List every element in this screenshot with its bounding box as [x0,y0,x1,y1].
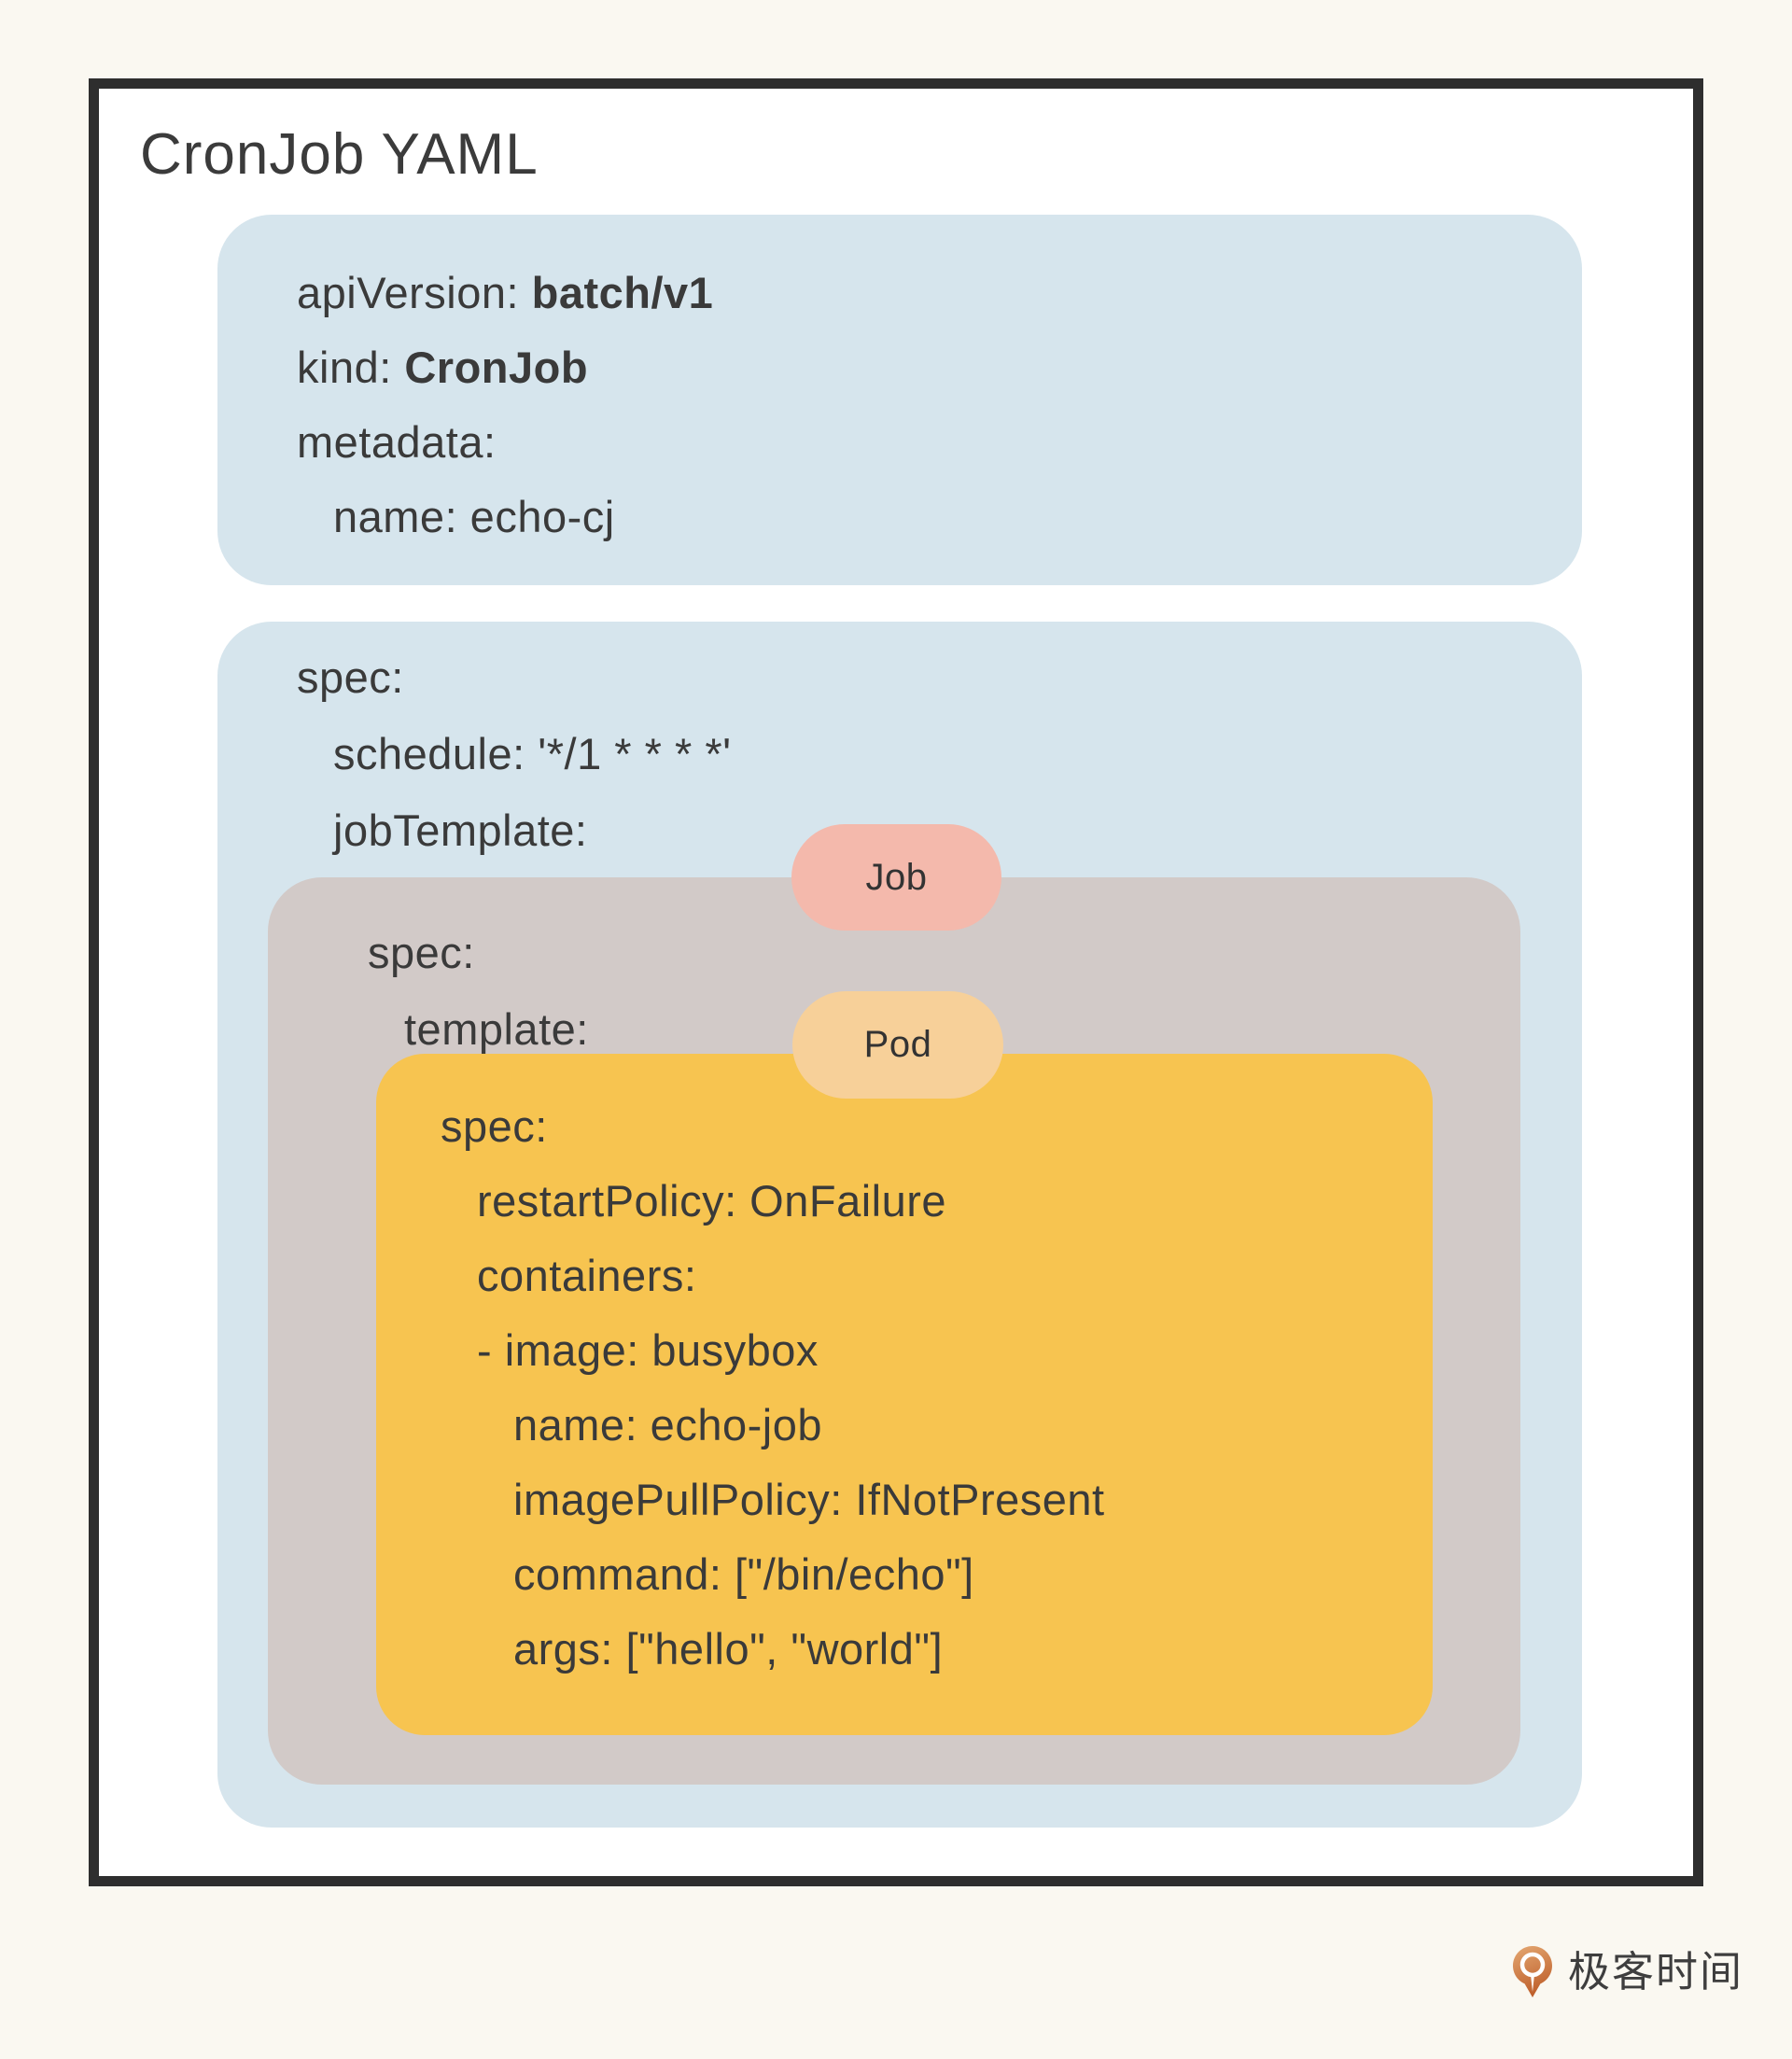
yaml-line-container-name: name: echo-job [513,1400,822,1450]
yaml-line-metadata: metadata: [297,417,497,467]
job-badge: Job [791,824,1001,931]
yaml-line-imagepullpolicy: imagePullPolicy: IfNotPresent [513,1475,1105,1524]
yaml-line-pod-spec: spec: [441,1101,548,1151]
pod-badge: Pod [792,991,1003,1099]
yaml-line-spec: spec: [297,652,404,702]
yaml-line-job-spec: spec: [368,928,475,977]
pod-yaml: spec: restartPolicy: OnFailure container… [441,1089,1105,1687]
page-title: CronJob YAML [140,122,539,187]
yaml-line-job-template: template: [404,1004,589,1054]
geektime-logo-text: 极客时间 [1568,1948,1744,1996]
job-yaml: spec: template: [368,915,589,1068]
geektime-logo: 极客时间 [1512,1945,1743,1999]
yaml-line-schedule: schedule: '*/1 * * * *' [333,729,732,778]
cronjob-spec-yaml: spec: schedule: '*/1 * * * *' jobTemplat… [297,639,732,869]
yaml-line-jobtemplate: jobTemplate: [333,805,588,855]
yaml-line-command: command: ["/bin/echo"] [513,1549,974,1599]
cronjob-metadata-yaml: apiVersion: batch/v1 kind: CronJob metad… [297,256,713,554]
cronjob-metadata-box [217,215,1582,585]
yaml-line-kind: kind: CronJob [297,343,589,392]
yaml-line-args: args: ["hello", "world"] [513,1624,944,1674]
yaml-line-name: name: echo-cj [333,492,615,541]
geektime-pin-icon [1513,1946,1552,1997]
yaml-line-restartpolicy: restartPolicy: OnFailure [477,1176,947,1226]
yaml-line-image: - image: busybox [477,1325,819,1375]
yaml-line-containers: containers: [477,1251,697,1300]
yaml-line-apiversion: apiVersion: batch/v1 [297,268,714,317]
pod-box [376,1054,1433,1735]
